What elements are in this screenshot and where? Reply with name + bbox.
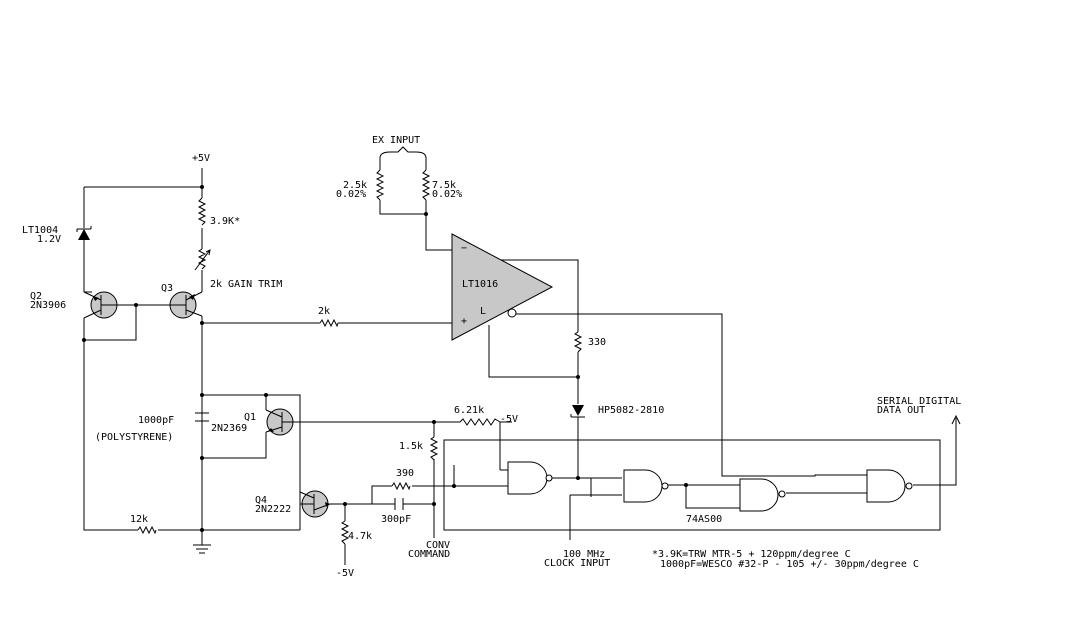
resistor-1-5k	[429, 436, 439, 461]
capacitor-300pf	[394, 498, 404, 510]
resistor-3-9k	[197, 197, 207, 226]
label-q3: Q3	[161, 283, 173, 294]
label-r-6-21k: 6.21k	[454, 405, 484, 416]
label-q1-part: 2N2369	[211, 423, 247, 434]
resistor-330	[573, 331, 583, 353]
label-lt1016: LT1016	[462, 279, 498, 290]
label-conv-2: COMMAND	[408, 549, 450, 560]
label-q1: Q1	[244, 412, 256, 423]
label-neg5v-bottom: -5V	[336, 568, 354, 579]
comparator-lt1016	[451, 233, 554, 341]
transistor-q4	[299, 490, 345, 518]
label-q2: Q2	[30, 291, 42, 302]
resistors	[137, 169, 583, 545]
label-op-minus: −	[461, 243, 467, 254]
label-gain-trim: 2k GAIN TRIM	[210, 279, 282, 290]
diode-hp5082	[570, 405, 585, 418]
transistor-q3	[169, 291, 203, 319]
label-lt1004: LT1004	[22, 225, 58, 236]
label-clock-2: CLOCK INPUT	[544, 558, 610, 569]
label-r-2k: 2k	[318, 306, 330, 317]
label-clock-1: 100 MHz	[563, 549, 605, 560]
label-r-330: 330	[588, 337, 606, 348]
nand-gate-1	[500, 422, 553, 495]
label-r-390: 390	[396, 468, 414, 479]
label-q2-part: 2N3906	[30, 300, 66, 311]
label-op-plus: +	[461, 316, 467, 327]
nand-gate-4	[866, 469, 913, 503]
label-polystyrene: (POLYSTYRENE)	[95, 432, 173, 443]
pot-arrow	[194, 249, 211, 271]
resistor-6-21k	[459, 418, 501, 426]
label-r-4-7k: 4.7k	[348, 531, 372, 542]
zener-lt1004	[76, 226, 92, 240]
label-diode: HP5082-2810	[598, 405, 664, 416]
label-q4-part: 2N2222	[255, 504, 291, 515]
transistors	[83, 291, 345, 518]
nand-gate-3	[739, 478, 786, 512]
label-c-1000pf: 1000pF	[138, 415, 174, 426]
diodes	[76, 226, 585, 418]
capacitor-1000pf	[195, 412, 209, 422]
labels: +5V EX INPUT 2.5k 0.02% 7.5k 0.02% LT100…	[22, 135, 961, 579]
transistor-q1	[265, 408, 294, 436]
label-neg5v-right: -5V	[500, 414, 518, 425]
potentiometer-2k	[197, 248, 207, 270]
label-ex-input: EX INPUT	[372, 135, 420, 146]
transistor-q2	[83, 291, 118, 319]
label-plus5v: +5V	[192, 153, 210, 164]
label-serial-out-2: DATA OUT	[877, 405, 925, 416]
resistor-2-5k	[375, 169, 385, 201]
label-q4: Q4	[255, 495, 267, 506]
label-r-1-5k: 1.5k	[399, 441, 423, 452]
label-serial-out-1: SERIAL DIGITAL	[877, 396, 961, 407]
resistor-12k	[137, 525, 157, 535]
label-op-l: L	[480, 306, 486, 317]
label-note-1: *3.9K=TRW MTR-5 + 120ppm/degree C	[652, 549, 851, 560]
label-r-12k: 12k	[130, 514, 148, 525]
label-conv-1: CONV	[426, 540, 450, 551]
label-note-2: 1000pF=WESCO #32-P - 105 +/- 30ppm/degre…	[660, 559, 919, 570]
label-ic-74as00: 74AS00	[686, 514, 722, 525]
resistor-390	[391, 481, 411, 491]
label-c-300pf: 300pF	[381, 514, 411, 525]
resistor-2k	[319, 318, 339, 328]
nand-gates	[500, 422, 913, 512]
label-r-2-5k: 2.5k	[343, 180, 367, 191]
resistor-4-7k	[340, 520, 350, 545]
ex-input-brace	[379, 146, 427, 159]
label-lt1004-v: 1.2V	[37, 234, 61, 245]
junction-dots	[82, 185, 688, 532]
label-r-3-9k: 3.9K*	[210, 216, 240, 227]
capacitors	[195, 412, 404, 510]
label-r-7-5k-tol: 0.02%	[432, 189, 462, 200]
serial-out-arrow	[951, 414, 961, 425]
wires	[83, 158, 957, 565]
label-r-2-5k-tol: 0.02%	[336, 189, 366, 200]
resistor-7-5k	[421, 169, 431, 201]
nand-gate-2	[623, 469, 669, 503]
label-r-7-5k: 7.5k	[432, 180, 456, 191]
